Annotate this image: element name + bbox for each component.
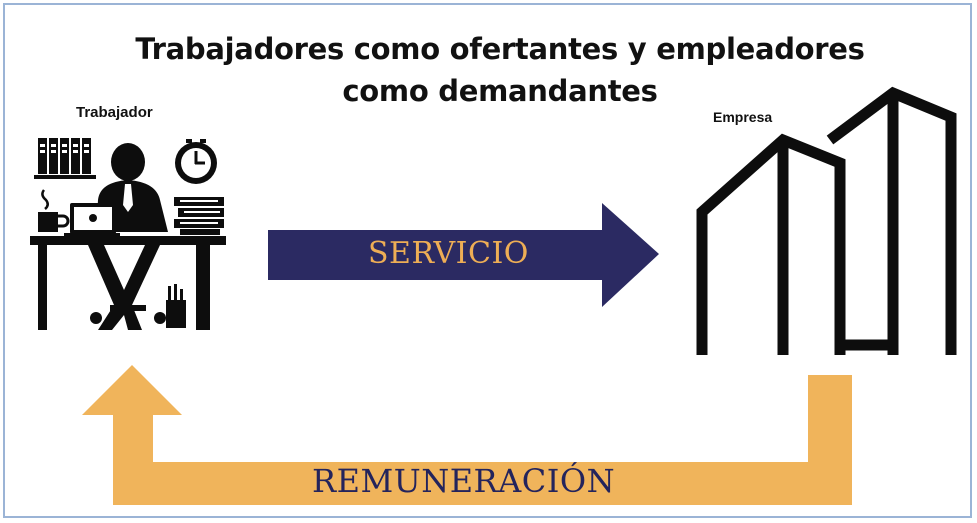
company-label: Empresa xyxy=(713,109,773,125)
binders-icon xyxy=(34,138,96,179)
title-line-2: como demandantes xyxy=(342,74,658,108)
remuneration-label: REMUNERACIÓN xyxy=(312,462,616,500)
remuneration-arrow xyxy=(82,365,852,505)
clock-icon xyxy=(175,139,217,184)
pen-cup-icon xyxy=(166,284,186,328)
diagram-title: Trabajadores como ofertantes y empleador… xyxy=(70,28,930,112)
book-stack-icon xyxy=(174,197,224,235)
diagram-frame xyxy=(3,3,972,518)
buildings-icon xyxy=(696,86,957,355)
worker-label: Trabajador xyxy=(76,104,153,121)
coffee-mug-icon xyxy=(38,189,70,232)
service-arrow xyxy=(268,203,659,307)
title-line-1: Trabajadores como ofertantes y empleador… xyxy=(135,32,865,66)
worker-at-desk-icon xyxy=(30,138,226,330)
laptop-icon xyxy=(64,203,120,237)
service-label: SERVICIO xyxy=(368,236,529,271)
